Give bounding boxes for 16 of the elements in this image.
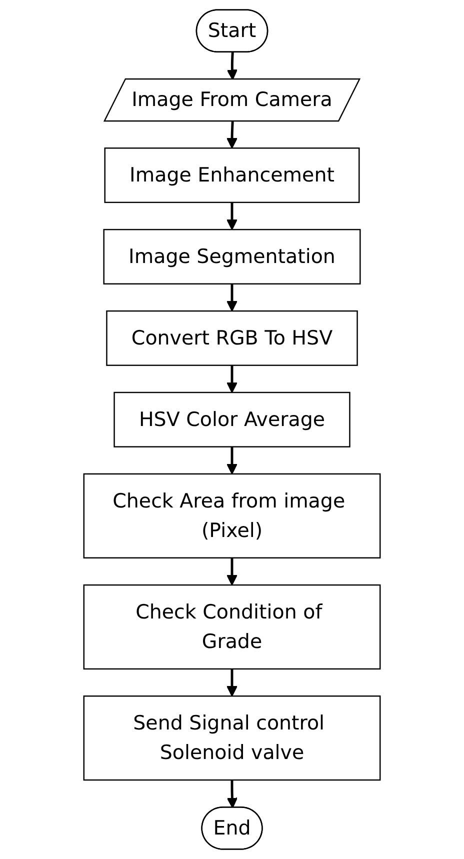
node-box: Send Signal control Solenoid valve [83,695,381,781]
node-box: Image Enhancement [104,147,360,204]
arrow [226,284,238,312]
arrow [226,446,238,474]
arrow [226,668,238,697]
node-box: Check Area from image (Pixel) [83,473,381,558]
arrow [226,122,238,149]
node-box: Convert RGB To HSV [106,310,358,366]
arrow [226,365,238,393]
node-box: Check Condition of Grade [83,584,381,670]
arrow [226,52,238,80]
node-box: HSV Color Average [114,392,350,448]
arrow [226,202,238,230]
node-box: Image Segmentation [103,228,361,284]
arrow [226,558,238,586]
arrow [226,780,238,808]
